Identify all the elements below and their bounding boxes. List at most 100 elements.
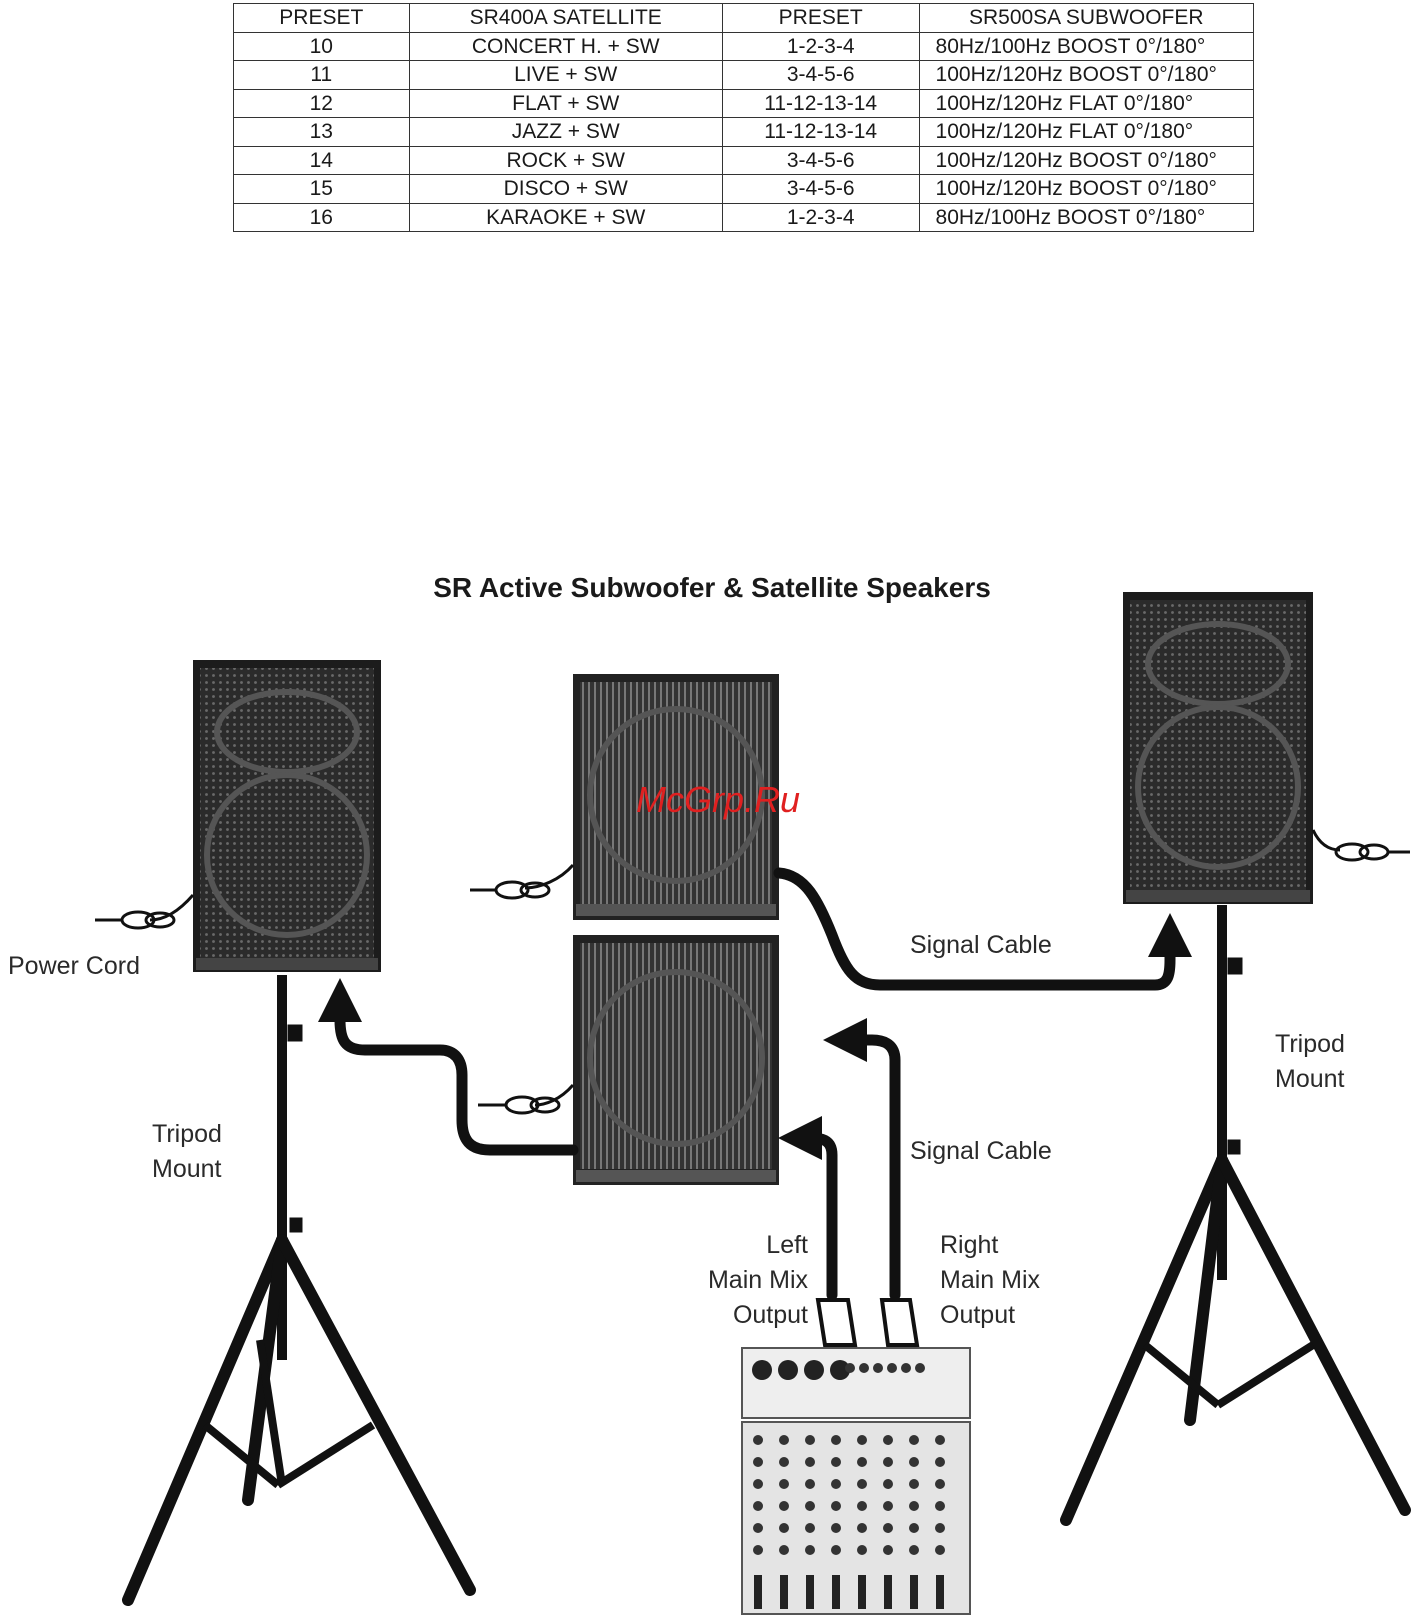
mixer-control (805, 1479, 815, 1489)
mixer-control (883, 1523, 893, 1533)
mixer-control (805, 1457, 815, 1467)
mixer-control (857, 1501, 867, 1511)
mixer-control (909, 1545, 919, 1555)
tripod-label-left-line2: Mount (152, 1155, 222, 1183)
table-cell: CONCERT H. + SW (408, 31, 723, 61)
mixer-control (935, 1545, 945, 1555)
mixer-control (831, 1501, 841, 1511)
mixer-control (805, 1545, 815, 1555)
table-row: 15 DISCO + SW 3-4-5-6 100Hz/120Hz BOOST … (233, 174, 1255, 204)
mixer-control (857, 1545, 867, 1555)
mixer-control (858, 1575, 866, 1609)
table-cell: 16 (233, 202, 410, 232)
table-cell: LIVE + SW (408, 60, 723, 90)
mixer-control (859, 1363, 869, 1373)
mixer-control (936, 1575, 944, 1609)
mixer-control (830, 1360, 850, 1380)
watermark-text: McGrp.Ru (636, 779, 800, 820)
mixer-control (935, 1457, 945, 1467)
mixer-control (883, 1435, 893, 1445)
table-cell: 13 (233, 117, 410, 147)
table-row: 10 CONCERT H. + SW 1-2-3-4 80Hz/100Hz BO… (233, 31, 1255, 61)
mixing-console (741, 1347, 971, 1615)
table-row: 16 KARAOKE + SW 1-2-3-4 80Hz/100Hz BOOST… (233, 202, 1255, 232)
mixer-control (779, 1479, 789, 1489)
table-row: 13 JAZZ + SW 11-12-13-14 100Hz/120Hz FLA… (233, 117, 1255, 147)
table-cell: 11 (233, 60, 410, 90)
mixer-control (831, 1457, 841, 1467)
mixer-control (901, 1363, 911, 1373)
satellite-speaker-left (193, 660, 381, 972)
mixer-control (831, 1479, 841, 1489)
left-output-label-line2: Main Mix (708, 1266, 809, 1294)
tripod-label-right-line1: Tripod (1275, 1030, 1345, 1058)
mixer-control (909, 1501, 919, 1511)
mixer-control (909, 1435, 919, 1445)
left-output-label-line3: Output (733, 1301, 808, 1329)
mixer-control (753, 1479, 763, 1489)
table-cell: 14 (233, 145, 410, 175)
diagram-title: SR Active Subwoofer & Satellite Speakers (433, 572, 991, 603)
table-cell: 1-2-3-4 (721, 202, 920, 232)
table-cell: 100Hz/120Hz BOOST 0°/180° (918, 60, 1255, 90)
right-output-label-line2: Main Mix (940, 1266, 1041, 1294)
table-header-cell: PRESET (233, 3, 410, 33)
mixer-control (753, 1545, 763, 1555)
table-cell: 12 (233, 88, 410, 118)
mixer-control (779, 1435, 789, 1445)
mixer-control (780, 1575, 788, 1609)
mixer-control (753, 1523, 763, 1533)
table-header-cell: SR500SA SUBWOOFER (918, 3, 1255, 33)
tripod-label-right-line2: Mount (1275, 1065, 1345, 1093)
mixer-control (806, 1575, 814, 1609)
table-cell: 1-2-3-4 (721, 31, 920, 61)
mixer-control (779, 1457, 789, 1467)
table-cell: 3-4-5-6 (721, 174, 920, 204)
mixer-control (887, 1363, 897, 1373)
tripod-stand-right (1060, 905, 1411, 1526)
mixer-control (909, 1523, 919, 1533)
mixer-control (935, 1501, 945, 1511)
mixer-control (909, 1479, 919, 1489)
table-row: 11 LIVE + SW 3-4-5-6 100Hz/120Hz BOOST 0… (233, 60, 1255, 90)
mixer-control (883, 1501, 893, 1511)
right-output-label-line1: Right (940, 1231, 998, 1259)
table-cell: 80Hz/100Hz BOOST 0°/180° (918, 31, 1255, 61)
mixer-control (752, 1360, 772, 1380)
mixer-control (910, 1575, 918, 1609)
mixer-control (857, 1479, 867, 1489)
mixer-control (753, 1435, 763, 1445)
table-cell: DISCO + SW (408, 174, 723, 204)
mixer-control (845, 1363, 855, 1373)
table-header-cell: SR400A SATELLITE (408, 3, 723, 33)
mixer-control (884, 1575, 892, 1609)
mixer-control (909, 1457, 919, 1467)
mixer-control (779, 1501, 789, 1511)
mixer-control (857, 1523, 867, 1533)
mixer-control (883, 1545, 893, 1555)
mixer-control (915, 1363, 925, 1373)
table-row: 14 ROCK + SW 3-4-5-6 100Hz/120Hz BOOST 0… (233, 145, 1255, 175)
left-output-label-line1: Left (766, 1231, 808, 1259)
table-cell: 15 (233, 174, 410, 204)
output-jack-plugs (815, 1298, 920, 1347)
mixer-control (883, 1457, 893, 1467)
mixer-control (935, 1523, 945, 1533)
mixer-control (778, 1360, 798, 1380)
table-cell: 100Hz/120Hz FLAT 0°/180° (918, 117, 1255, 147)
power-cord-label: Power Cord (8, 952, 140, 980)
mixer-control (832, 1575, 840, 1609)
table-cell: 100Hz/120Hz FLAT 0°/180° (918, 88, 1255, 118)
table-row: 12 FLAT + SW 11-12-13-14 100Hz/120Hz FLA… (233, 88, 1255, 118)
mixer-control (779, 1523, 789, 1533)
table-cell: 3-4-5-6 (721, 60, 920, 90)
mixer-control (935, 1435, 945, 1445)
table-cell: FLAT + SW (408, 88, 723, 118)
subwoofer-upper (573, 674, 779, 920)
mixer-control (779, 1545, 789, 1555)
mixer-knobs (752, 1360, 945, 1609)
signal-cable-label-top: Signal Cable (910, 931, 1052, 959)
mixer-control (805, 1501, 815, 1511)
mixer-control (754, 1575, 762, 1609)
